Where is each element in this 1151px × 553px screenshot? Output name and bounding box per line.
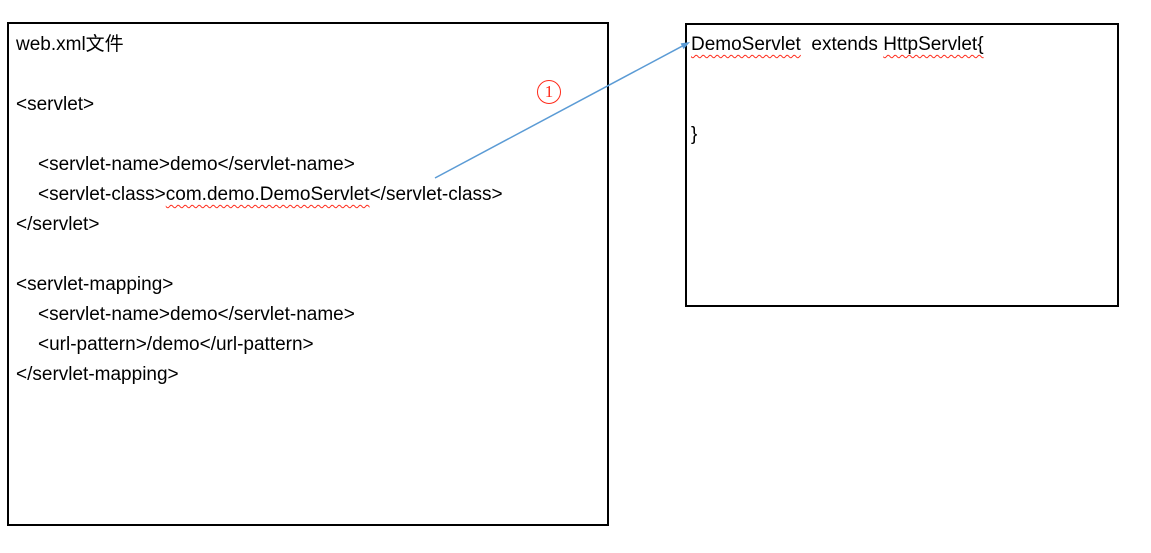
superclass-text: HttpServlet{	[883, 34, 984, 55]
servlet-mapping-close-tag: </servlet-mapping>	[16, 364, 179, 385]
closing-brace-line: }	[691, 124, 698, 145]
servlet-class-close-tag: </servlet-class>	[369, 184, 503, 205]
java-class-box: DemoServlet extends HttpServlet{ }	[685, 23, 1119, 307]
url-pattern-line: <url-pattern>/demo</url-pattern>	[38, 334, 314, 355]
webxml-title: web.xml文件	[16, 34, 124, 55]
blank-line	[16, 240, 599, 270]
step-1-annotation: 1	[537, 80, 561, 104]
webxml-file-box: web.xml文件 <servlet> <servlet-name>demo</…	[7, 22, 609, 526]
servlet-class-line: <servlet-class>com.demo.DemoServlet</ser…	[16, 180, 599, 210]
extends-keyword-text: extends	[800, 34, 884, 55]
servlet-close-tag: </servlet>	[16, 214, 100, 235]
mapping-servlet-name-line: <servlet-name>demo</servlet-name>	[38, 304, 355, 325]
servlet-class-open-tag: <servlet-class>	[38, 184, 166, 205]
servlet-mapping-open-tag: <servlet-mapping>	[16, 274, 174, 295]
servlet-open-tag: <servlet>	[16, 94, 95, 115]
blank-lines	[691, 60, 1111, 120]
class-declaration-line: DemoServlet extends HttpServlet{	[691, 30, 1111, 60]
servlet-class-value: com.demo.DemoServlet	[165, 184, 370, 205]
step-1-number: 1	[544, 82, 554, 101]
blank-line	[16, 60, 599, 90]
blank-line	[16, 120, 599, 150]
class-name-text: DemoServlet	[691, 34, 801, 55]
servlet-name-line: <servlet-name>demo</servlet-name>	[38, 154, 355, 175]
